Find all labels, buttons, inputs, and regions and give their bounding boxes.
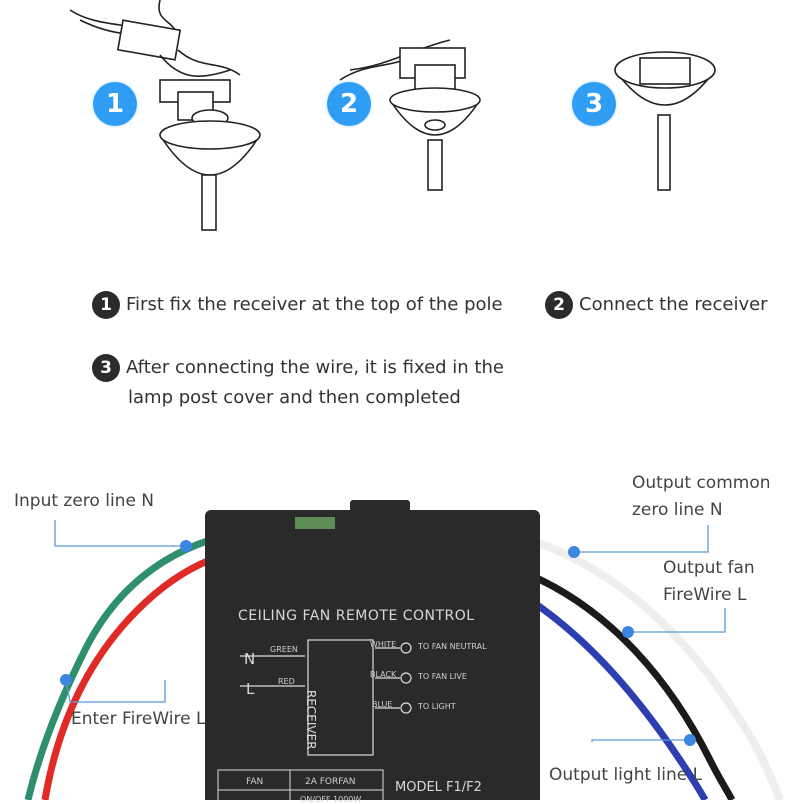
- illustration-step-1: [60, 0, 290, 240]
- wiring-diagram: [24, 500, 784, 800]
- step-1-text: 1 First fix the receiver at the top of th…: [92, 290, 503, 320]
- callout-output-fan-firewire: Output fan FireWire L: [663, 555, 755, 609]
- callout-output-fan-line-1: Output fan: [663, 558, 755, 578]
- step-3-line-2: lamp post cover and then completed: [128, 387, 461, 408]
- model-label: MODEL F1/F2: [395, 780, 482, 795]
- step-3-line-1: After connecting the wire, it is fixed i…: [126, 357, 504, 378]
- callout-dots: [60, 540, 696, 746]
- callout-input-zero-line: Input zero line N: [14, 491, 155, 511]
- indicator-slot: [295, 517, 335, 529]
- receiver-label: RECEIVER: [304, 690, 318, 750]
- callout-output-common-line-1: Output common: [632, 473, 771, 493]
- wire-red: [41, 556, 212, 800]
- callout-lines: [54, 520, 726, 742]
- receiver-module-box: [307, 639, 374, 756]
- to-fan-live-label: TO FAN LIVE: [418, 672, 467, 681]
- green-label: GREEN: [270, 645, 298, 654]
- step-2-number: 2: [545, 291, 573, 319]
- step-1-number: 1: [92, 291, 120, 319]
- forfan-cell: 2A FORFAN: [305, 777, 356, 787]
- illustration-step-3: [600, 40, 730, 200]
- step-2-label: Connect the receiver: [579, 294, 768, 315]
- wire-white: [528, 536, 784, 800]
- wire-green: [24, 536, 212, 800]
- black-label: BLACK: [370, 670, 397, 679]
- device-title: CEILING FAN REMOTE CONTROL: [238, 608, 475, 624]
- l-terminal-label: L: [246, 680, 255, 698]
- blue-label: BLUE: [372, 700, 393, 709]
- red-label: RED: [278, 677, 295, 686]
- callout-output-common-line-2: zero line N: [632, 500, 723, 520]
- install-drawing-1: [69, 0, 261, 231]
- fan-cell: FAN: [246, 777, 264, 787]
- wire-blue: [528, 597, 709, 800]
- step-1-label: First fix the receiver at the top of the…: [126, 294, 503, 315]
- n-terminal-label: N: [244, 650, 256, 668]
- step-3-number: 3: [92, 354, 120, 382]
- white-label: WHITE: [370, 640, 397, 649]
- step-badge-2: 2: [327, 82, 371, 126]
- step-2-text: 2 Connect the receiver: [545, 290, 768, 320]
- callout-output-common-zero: Output common zero line N: [632, 470, 771, 524]
- to-fan-neutral-label: TO FAN NEUTRAL: [418, 642, 487, 651]
- install-drawing-2: [339, 39, 481, 191]
- callout-output-fan-line-2: FireWire L: [663, 585, 747, 605]
- callout-output-light-line: Output light line L: [549, 765, 703, 785]
- wire-black: [528, 571, 736, 800]
- step-badge-3: 3: [572, 82, 616, 126]
- step-badge-1: 1: [93, 82, 137, 126]
- install-drawing-3: [614, 51, 716, 191]
- illustration-step-2: [330, 10, 500, 200]
- step-3-text: 3 After connecting the wire, it is fixed …: [92, 353, 504, 413]
- callout-enter-firewire: Enter FireWire L: [71, 709, 206, 729]
- to-light-label: TO LIGHT: [418, 702, 456, 711]
